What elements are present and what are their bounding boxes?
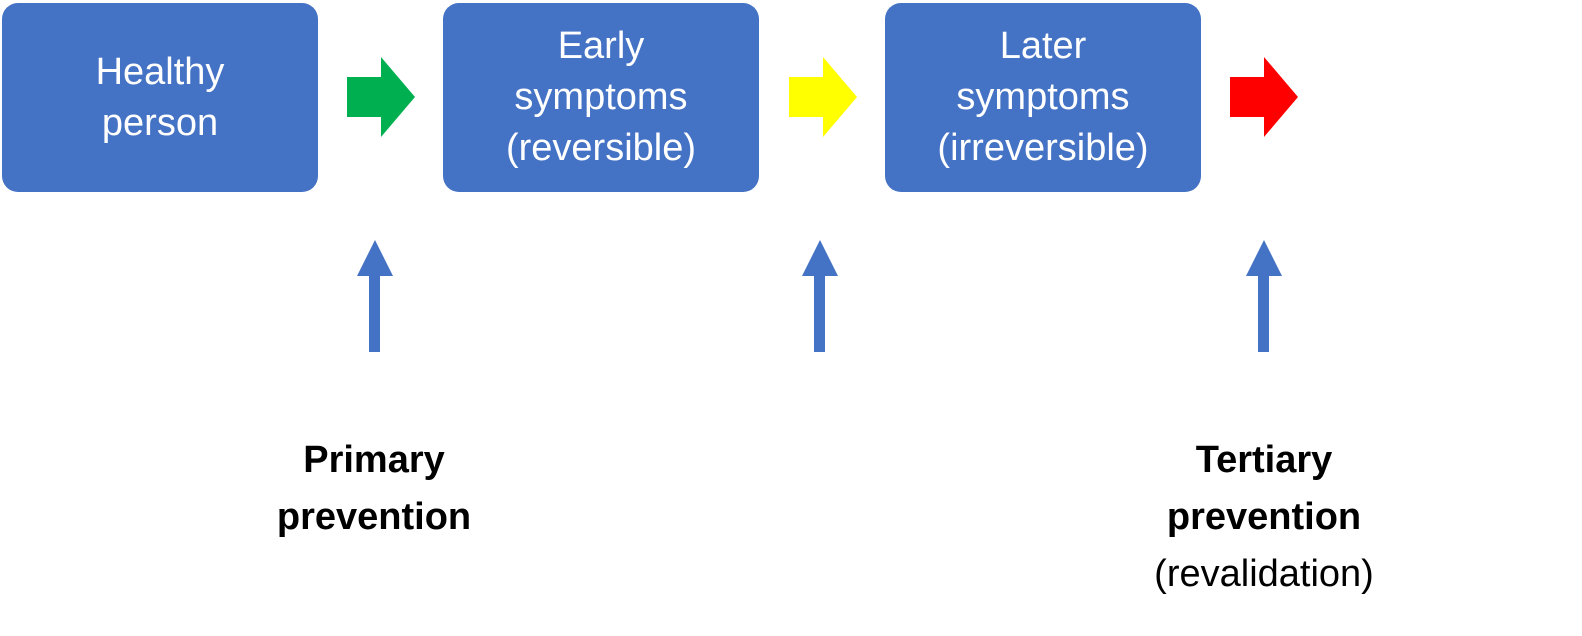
label-line: prevention xyxy=(1166,496,1362,538)
primary-prevention-label: Primary prevention xyxy=(224,432,524,546)
tertiary-up-arrow-icon xyxy=(1246,240,1282,352)
label-line: Primary xyxy=(303,439,445,481)
stage-box-later-symptoms: Later symptoms (irreversible) xyxy=(885,3,1201,192)
yellow-right-arrow-icon xyxy=(789,57,857,137)
stage-box-healthy-person: Healthy person xyxy=(2,3,318,192)
arrow-shape xyxy=(347,57,415,137)
stage-text-line: (irreversible) xyxy=(937,127,1149,169)
arrow-shape xyxy=(1230,57,1298,137)
tertiary-prevention-label: Tertiary prevention (revalidation) xyxy=(1114,432,1414,603)
secondary-up-arrow-icon xyxy=(802,240,838,352)
stage-text-line: symptoms xyxy=(956,76,1130,118)
arrow-shape xyxy=(789,57,857,137)
label-note: (revalidation) xyxy=(1154,553,1374,595)
stage-text-line: (reversible) xyxy=(505,127,697,169)
green-right-arrow-icon xyxy=(347,57,415,137)
stage-box-early-symptoms: Early symptoms (reversible) xyxy=(443,3,759,192)
up-arrow-shape xyxy=(802,240,838,352)
stage-text-line: Healthy xyxy=(95,50,225,93)
stage-text-line: symptoms xyxy=(514,76,688,118)
up-arrow-shape xyxy=(1246,240,1282,352)
stage-text-line: Later xyxy=(999,25,1087,67)
up-arrow-shape xyxy=(357,240,393,352)
label-line: Tertiary xyxy=(1195,439,1333,481)
stage-text-line: Early xyxy=(557,25,645,67)
stage-text-line: person xyxy=(101,101,219,144)
label-line: prevention xyxy=(276,496,472,538)
primary-up-arrow-icon xyxy=(357,240,393,352)
red-right-arrow-icon xyxy=(1230,57,1298,137)
